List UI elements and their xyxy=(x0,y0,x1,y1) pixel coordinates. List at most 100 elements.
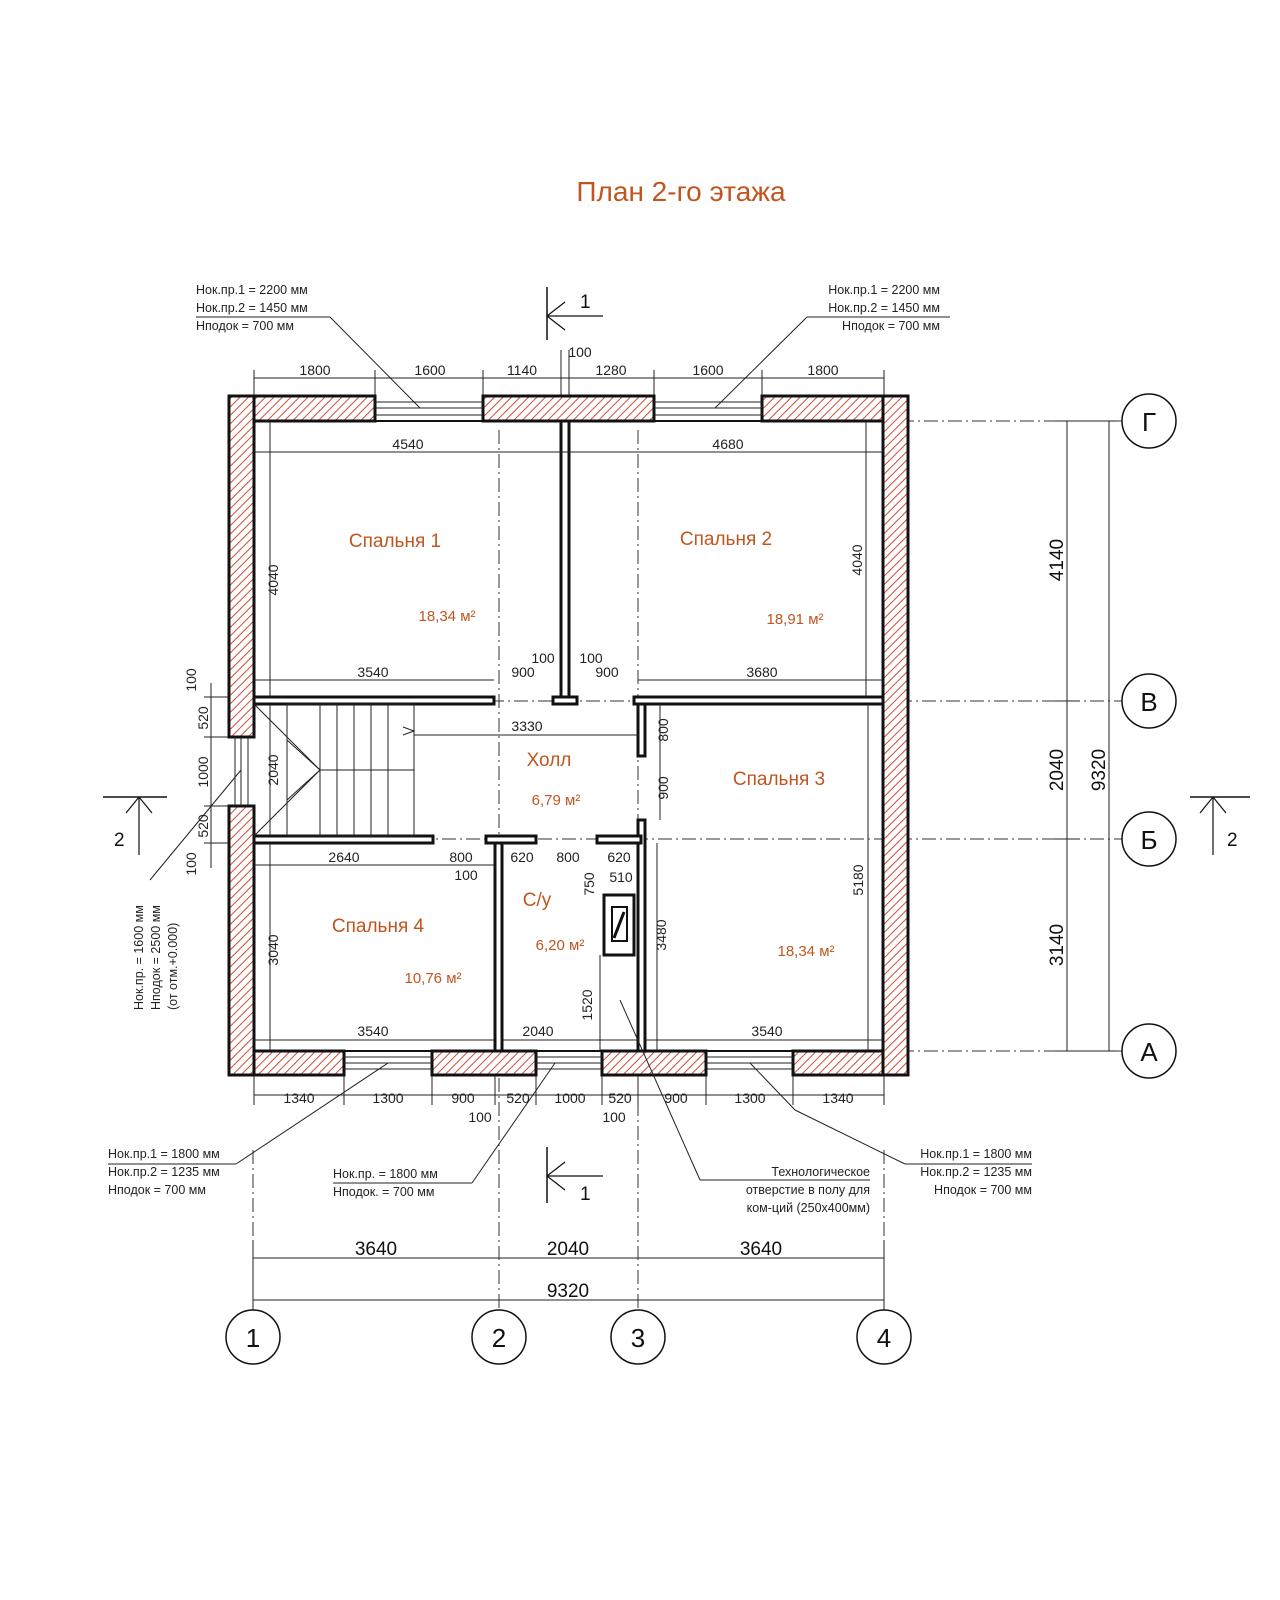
svg-text:800: 800 xyxy=(556,849,580,865)
svg-text:4040: 4040 xyxy=(265,564,281,595)
svg-text:1800: 1800 xyxy=(807,362,838,378)
window-note-top-left: Нок.пр.1 = 2200 мм Нок.пр.2 = 1450 мм Нп… xyxy=(196,283,308,333)
windows xyxy=(234,401,793,1070)
svg-text:Нок.пр.1 = 2200 мм: Нок.пр.1 = 2200 мм xyxy=(196,283,308,297)
tech-hole-note: Технологическое отверстие в полу для ком… xyxy=(746,1165,870,1215)
svg-text:3: 3 xyxy=(631,1323,645,1353)
svg-text:3040: 3040 xyxy=(265,934,281,965)
svg-text:ком-ций (250х400мм): ком-ций (250х400мм) xyxy=(747,1201,870,1215)
svg-text:Спальня 4: Спальня 4 xyxy=(332,916,425,937)
svg-text:Б: Б xyxy=(1140,825,1157,855)
svg-text:Нподок = 700 мм: Нподок = 700 мм xyxy=(108,1183,206,1197)
svg-text:4540: 4540 xyxy=(392,436,423,452)
svg-text:900: 900 xyxy=(655,776,671,800)
svg-text:620: 620 xyxy=(607,849,631,865)
room-bedroom-1: Спальня 1 18,34 м² xyxy=(349,531,476,625)
room-hall: Холл 6,79 м² xyxy=(527,750,581,809)
svg-text:4140: 4140 xyxy=(1047,539,1068,581)
svg-text:800: 800 xyxy=(449,849,473,865)
svg-text:Г: Г xyxy=(1142,407,1156,437)
svg-text:Нок.пр. = 1800 мм: Нок.пр. = 1800 мм xyxy=(333,1167,438,1181)
svg-text:Нок.пр.1 = 1800 мм: Нок.пр.1 = 1800 мм xyxy=(920,1147,1032,1161)
svg-text:Нподок = 700 мм: Нподок = 700 мм xyxy=(934,1183,1032,1197)
svg-text:Нподок = 700 мм: Нподок = 700 мм xyxy=(196,319,294,333)
svg-text:520: 520 xyxy=(506,1090,530,1106)
svg-text:С/у: С/у xyxy=(523,890,552,911)
outer-dimension-lines xyxy=(204,350,1118,1310)
svg-text:1: 1 xyxy=(580,292,591,313)
svg-text:3540: 3540 xyxy=(357,664,388,680)
svg-text:100: 100 xyxy=(183,852,199,876)
svg-text:А: А xyxy=(1140,1037,1158,1067)
axis-bubble-g: Г xyxy=(1121,393,1177,449)
svg-text:2640: 2640 xyxy=(328,849,359,865)
ventilation-shaft xyxy=(602,893,636,957)
svg-text:100: 100 xyxy=(454,867,478,883)
svg-text:Нок.пр.1 = 1800 мм: Нок.пр.1 = 1800 мм xyxy=(108,1147,220,1161)
plan-title: План 2-го этажа xyxy=(576,176,786,207)
svg-text:18,34 м²: 18,34 м² xyxy=(418,608,475,625)
svg-text:Нок.пр.2 = 1235 мм: Нок.пр.2 = 1235 мм xyxy=(108,1165,220,1179)
svg-text:800: 800 xyxy=(655,718,671,742)
svg-text:Технологическое: Технологическое xyxy=(771,1165,870,1179)
svg-text:Нподок = 2500 мм: Нподок = 2500 мм xyxy=(149,905,163,1010)
room-bedroom-4: Спальня 4 10,76 м² xyxy=(332,916,462,987)
svg-text:3640: 3640 xyxy=(355,1239,397,1260)
window-note-left: Нок.пр. = 1600 мм Нподок = 2500 мм (от о… xyxy=(132,905,180,1010)
svg-text:Нподок = 700 мм: Нподок = 700 мм xyxy=(842,319,940,333)
svg-text:1800: 1800 xyxy=(299,362,330,378)
svg-text:2040: 2040 xyxy=(265,754,281,785)
svg-text:520: 520 xyxy=(608,1090,632,1106)
svg-text:1520: 1520 xyxy=(579,989,595,1020)
svg-text:3680: 3680 xyxy=(746,664,777,680)
svg-text:3330: 3330 xyxy=(511,718,542,734)
svg-text:900: 900 xyxy=(595,664,619,680)
window-note-top-right: Нок.пр.1 = 2200 мм Нок.пр.2 = 1450 мм Нп… xyxy=(828,283,940,333)
svg-text:1300: 1300 xyxy=(372,1090,403,1106)
svg-text:Нок.пр.2 = 1235 мм: Нок.пр.2 = 1235 мм xyxy=(920,1165,1032,1179)
axis-bubble-v: В xyxy=(1121,673,1177,729)
svg-text:10,76 м²: 10,76 м² xyxy=(404,970,461,987)
svg-text:100: 100 xyxy=(568,344,592,360)
svg-text:510: 510 xyxy=(609,869,633,885)
svg-text:4: 4 xyxy=(877,1323,891,1353)
svg-text:отверстие в полу для: отверстие в полу для xyxy=(746,1183,870,1197)
svg-text:750: 750 xyxy=(581,872,597,896)
svg-text:Спальня 2: Спальня 2 xyxy=(680,529,772,550)
axis-bubble-4: 4 xyxy=(856,1309,912,1365)
svg-text:Нок.пр. = 1600 мм: Нок.пр. = 1600 мм xyxy=(132,905,146,1010)
svg-text:620: 620 xyxy=(510,849,534,865)
section-mark-1-top: 1 xyxy=(546,287,603,340)
staircase xyxy=(253,703,416,837)
svg-text:100: 100 xyxy=(468,1109,492,1125)
svg-text:2: 2 xyxy=(114,830,125,851)
svg-text:5180: 5180 xyxy=(850,864,866,895)
svg-text:3540: 3540 xyxy=(357,1023,388,1039)
svg-text:Нподок. = 700 мм: Нподок. = 700 мм xyxy=(333,1185,434,1199)
svg-text:6,79 м²: 6,79 м² xyxy=(532,792,581,809)
svg-text:1280: 1280 xyxy=(595,362,626,378)
axis-bubble-b: Б xyxy=(1121,811,1177,867)
axis-bubble-3: 3 xyxy=(610,1309,666,1365)
svg-text:3480: 3480 xyxy=(653,919,669,950)
svg-text:2040: 2040 xyxy=(522,1023,553,1039)
svg-text:1340: 1340 xyxy=(283,1090,314,1106)
svg-text:В: В xyxy=(1140,687,1157,717)
svg-text:Спальня 3: Спальня 3 xyxy=(733,769,825,790)
svg-text:18,34 м²: 18,34 м² xyxy=(777,943,834,960)
svg-text:900: 900 xyxy=(451,1090,475,1106)
dimension-labels: 1800 1600 1140 100 1280 1600 1800 4540 4… xyxy=(183,344,1110,1302)
svg-text:2: 2 xyxy=(492,1323,506,1353)
room-bedroom-2: Спальня 2 18,91 м² xyxy=(680,529,824,628)
svg-text:6,20 м²: 6,20 м² xyxy=(536,937,585,954)
svg-text:3640: 3640 xyxy=(740,1239,782,1260)
svg-text:1600: 1600 xyxy=(692,362,723,378)
svg-text:900: 900 xyxy=(511,664,535,680)
svg-text:Нок.пр.1 = 2200 мм: Нок.пр.1 = 2200 мм xyxy=(828,283,940,297)
svg-text:1300: 1300 xyxy=(734,1090,765,1106)
svg-text:100: 100 xyxy=(579,650,603,666)
window-note-bottom-left: Нок.пр.1 = 1800 мм Нок.пр.2 = 1235 мм Нп… xyxy=(108,1147,220,1197)
axis-bubble-2: 2 xyxy=(471,1309,527,1365)
leader-lines xyxy=(108,316,1032,1184)
svg-text:1600: 1600 xyxy=(414,362,445,378)
